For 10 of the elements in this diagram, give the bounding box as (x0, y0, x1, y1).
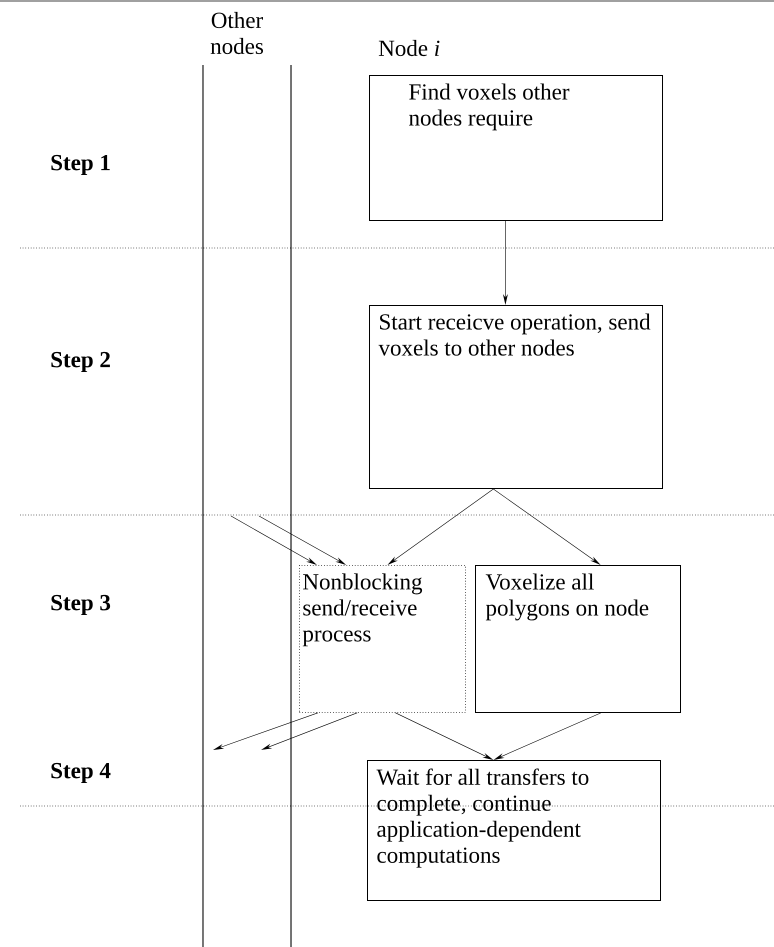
step-label: Step 4 (51, 762, 110, 784)
step-label: Step 3 (51, 594, 110, 616)
step-label: Step 2 (51, 352, 110, 372)
column-label: Other nodes (210, 12, 263, 54)
dotted-process-box: Nonblocking send/receive process (299, 565, 466, 713)
process-box: Wait for all transfers to complete, continue application-dependent computations (367, 760, 661, 901)
process-box: Voxelize all polygons on node (475, 565, 681, 713)
step-label: Step 1 (51, 154, 110, 176)
process-box: Start receicve operation, send voxels to other nodes (369, 305, 663, 489)
process-box: Find voxels other nodes require (369, 74, 663, 221)
